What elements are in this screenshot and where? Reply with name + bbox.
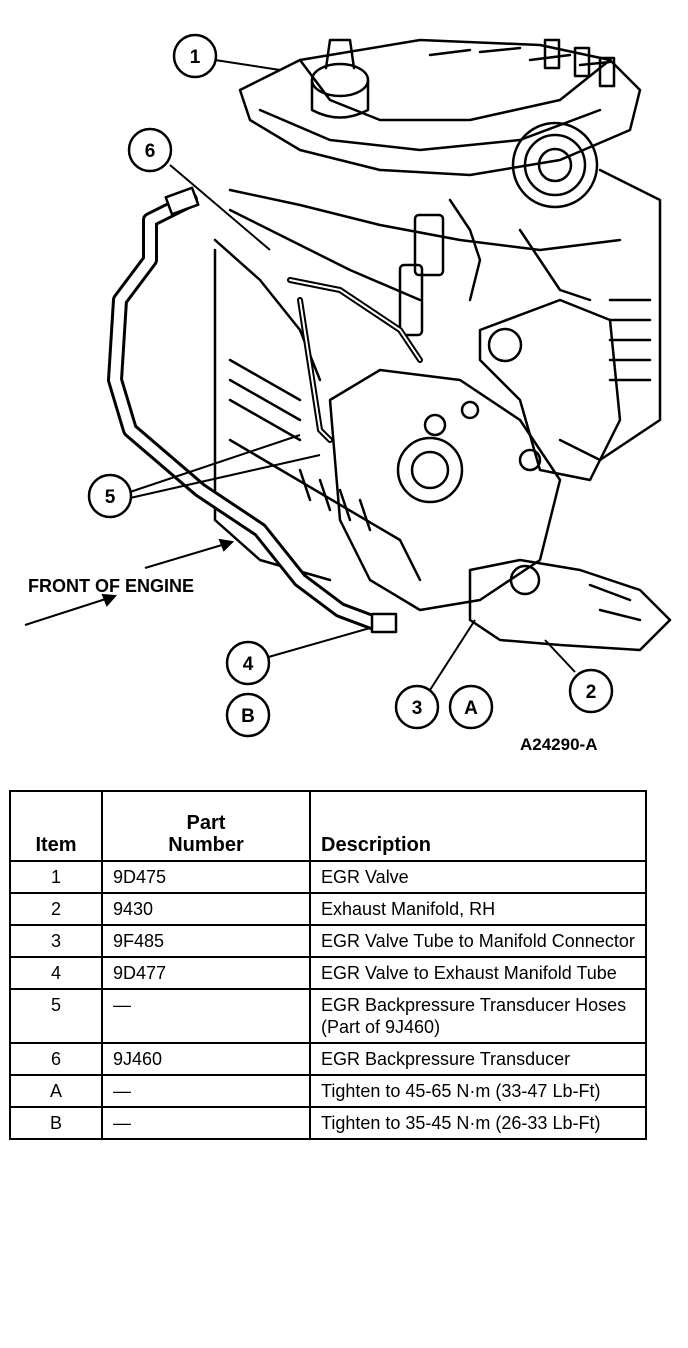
cell-part: — xyxy=(101,988,311,1044)
callout-3: 3 xyxy=(394,684,440,730)
svg-text:5: 5 xyxy=(105,487,116,508)
svg-text:6: 6 xyxy=(145,141,156,162)
svg-text:4: 4 xyxy=(243,654,254,675)
leader-lines xyxy=(24,59,576,691)
header-description: Description xyxy=(309,790,647,862)
table-row: 3 9F485 EGR Valve Tube to Manifold Conne… xyxy=(9,924,647,958)
cell-description: EGR Valve Tube to Manifold Connector xyxy=(309,924,647,958)
cell-description: EGR Valve xyxy=(309,860,647,894)
table-row: 4 9D477 EGR Valve to Exhaust Manifold Tu… xyxy=(9,956,647,990)
cell-description: EGR Valve to Exhaust Manifold Tube xyxy=(309,956,647,990)
callout-B: B xyxy=(225,692,271,738)
svg-text:B: B xyxy=(241,706,255,727)
callout-A: A xyxy=(448,684,494,730)
engine-egr-diagram: 1 6 5 4 B 3 A 2 FRONT OF ENGINE A24290-A xyxy=(24,33,672,754)
cell-part: 9D475 xyxy=(101,860,311,894)
table-row: A — Tighten to 45-65 N·m (33-47 Lb-Ft) xyxy=(9,1074,647,1108)
cell-item: 5 xyxy=(9,988,103,1044)
table-row: 6 9J460 EGR Backpressure Transducer xyxy=(9,1042,647,1076)
cell-part: 9F485 xyxy=(101,924,311,958)
cell-item: 3 xyxy=(9,924,103,958)
cell-item: 1 xyxy=(9,860,103,894)
egr-tube xyxy=(107,186,398,634)
svg-text:A: A xyxy=(464,698,478,719)
table-row: 5 — EGR Backpressure Transducer Hoses (P… xyxy=(9,988,647,1044)
cell-item: B xyxy=(9,1106,103,1140)
cell-description: EGR Backpressure Transducer Hoses (Part … xyxy=(309,988,647,1044)
svg-text:2: 2 xyxy=(586,682,597,703)
table-row: 1 9D475 EGR Valve xyxy=(9,860,647,894)
cell-description: Tighten to 35-45 N·m (26-33 Lb-Ft) xyxy=(309,1106,647,1140)
cell-part: — xyxy=(101,1106,311,1140)
cell-part: — xyxy=(101,1074,311,1108)
callout-5: 5 xyxy=(87,473,133,519)
callout-2: 2 xyxy=(568,668,614,714)
svg-text:1: 1 xyxy=(190,47,201,68)
cell-description: Tighten to 45-65 N·m (33-47 Lb-Ft) xyxy=(309,1074,647,1108)
cell-description: EGR Backpressure Transducer xyxy=(309,1042,647,1076)
figure-id: A24290-A xyxy=(520,735,598,754)
header-item: Item xyxy=(9,790,103,862)
cell-part: 9J460 xyxy=(101,1042,311,1076)
svg-text:3: 3 xyxy=(412,698,423,719)
cell-part: 9D477 xyxy=(101,956,311,990)
callout-6: 6 xyxy=(127,127,173,173)
front-of-engine-label: FRONT OF ENGINE xyxy=(28,576,194,596)
cell-description: Exhaust Manifold, RH xyxy=(309,892,647,926)
cell-item: 4 xyxy=(9,956,103,990)
cell-item: 2 xyxy=(9,892,103,926)
callout-1: 1 xyxy=(172,33,218,79)
cell-item: 6 xyxy=(9,1042,103,1076)
engine-illustration xyxy=(213,38,672,652)
cell-part: 9430 xyxy=(101,892,311,926)
table-row: 2 9430 Exhaust Manifold, RH xyxy=(9,892,647,926)
callout-4: 4 xyxy=(225,640,271,686)
cell-item: A xyxy=(9,1074,103,1108)
table-row: B — Tighten to 35-45 N·m (26-33 Lb-Ft) xyxy=(9,1106,647,1140)
